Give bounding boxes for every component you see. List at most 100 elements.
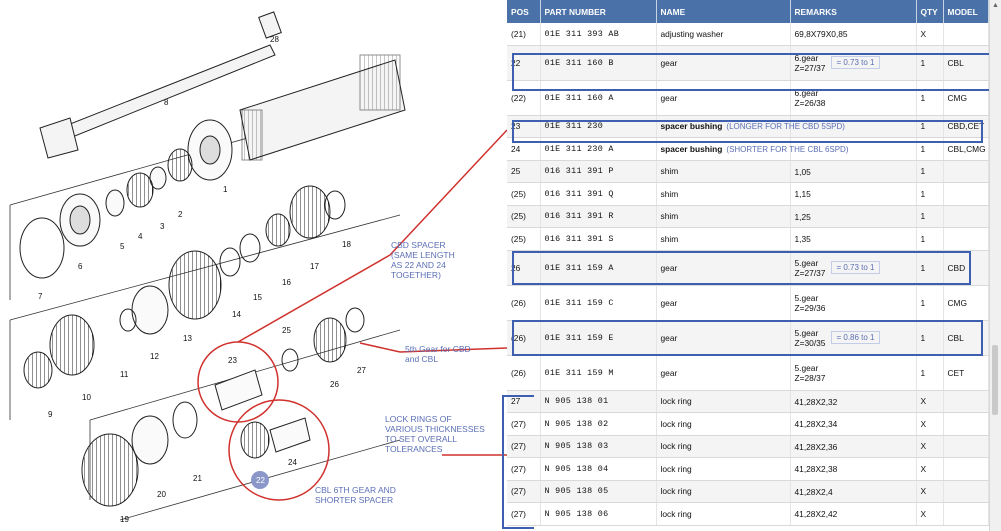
part-number-text: 01E 311 159 C (544, 297, 614, 308)
cell-qty: X (916, 435, 944, 458)
pos-text: (27) (511, 508, 526, 519)
cell-pos: (21) (507, 23, 541, 46)
name-text: lock ring (660, 418, 692, 429)
model-text: CBL (947, 332, 964, 343)
pos-text: (22) (511, 92, 526, 103)
remark-line: 5.gear (794, 327, 819, 338)
qty-text: 1 (920, 367, 926, 378)
cell-name: lock ring (656, 412, 791, 436)
cell-pos: 22 (507, 45, 541, 81)
cell-model (943, 227, 989, 251)
cell-pos: (25) (507, 227, 541, 251)
cell-part-number: 01E 311 393 AB (540, 23, 657, 46)
remarks-wrap: 1,35 (795, 234, 811, 244)
label-3: 3 (160, 222, 165, 231)
cell-pos: 26 (507, 250, 541, 286)
col-header-qty[interactable]: QTY (916, 0, 944, 23)
pos-text: (25) (511, 211, 526, 222)
label-4: 4 (138, 232, 143, 241)
cell-part-number: 01E 311 160 B (540, 45, 657, 81)
parts-table: POS PART NUMBER NAME REMARKS QTY MODEL (… (507, 0, 989, 526)
cell-remarks: 1,25 (790, 205, 917, 228)
name-text: gear (660, 297, 678, 308)
label-15: 15 (253, 293, 262, 302)
cell-part-number: 016 311 391 Q (540, 182, 657, 206)
part-number-text: N 905 138 01 (544, 396, 609, 407)
cell-model: CBD (943, 250, 989, 286)
pos-text: (27) (511, 441, 526, 452)
remark-line: Z=30/35 (794, 337, 826, 348)
qty-text: 1 (920, 211, 926, 222)
part-number-text: N 905 138 04 (544, 463, 609, 474)
col-header-model[interactable]: MODEL (943, 0, 989, 23)
cell-qty: 1 (916, 250, 944, 286)
label-8: 8 (164, 98, 169, 107)
col-header-name[interactable]: NAME (656, 0, 791, 23)
cell-model: CBL,CMG (943, 137, 989, 161)
part-number-text: N 905 138 05 (544, 486, 609, 497)
cell-qty: 1 (916, 205, 944, 228)
scrollbar-thumb[interactable] (992, 345, 998, 415)
remarks-wrap: 41,28X2,38 (795, 464, 838, 474)
remark-line: 1,35 (794, 234, 811, 245)
cell-model (943, 480, 989, 503)
cell-model (943, 435, 989, 458)
qty-text: 1 (920, 92, 926, 103)
part-number-text: 01E 311 160 A (544, 92, 614, 103)
cell-remarks: 1,15 (790, 182, 917, 206)
label-14: 14 (232, 310, 241, 319)
label-17: 17 (310, 262, 319, 271)
cell-model (943, 502, 989, 526)
name-text: gear (660, 332, 678, 343)
cell-name: shim (656, 205, 791, 228)
cell-pos: 24 (507, 137, 541, 161)
cell-qty: 1 (916, 320, 944, 356)
vertical-scrollbar[interactable]: ▲ (989, 0, 1001, 531)
cell-model (943, 412, 989, 436)
col-header-remarks[interactable]: REMARKS (790, 0, 917, 23)
cell-part-number: N 905 138 03 (540, 435, 657, 458)
name-text: spacer bushing (660, 143, 723, 154)
cell-part-number: 016 311 391 S (540, 227, 657, 251)
name-annotation: (LONGER FOR THE CBD 5SPD) (726, 122, 845, 132)
remark-line: Z=28/37 (794, 372, 826, 383)
qty-text: 1 (920, 332, 926, 343)
col-header-pos[interactable]: POS (507, 0, 541, 23)
label-21: 21 (193, 474, 202, 483)
cell-qty: 1 (916, 45, 944, 81)
remark-line: 6.gear (794, 87, 819, 98)
pos-text: (27) (511, 418, 526, 429)
cell-part-number: 01E 311 160 A (540, 80, 657, 116)
label-16: 16 (282, 278, 291, 287)
name-text: shim (660, 166, 679, 177)
cell-pos: (27) (507, 457, 541, 481)
remark-line: 5.gear (794, 257, 819, 268)
scroll-up-arrow-icon[interactable]: ▲ (992, 2, 999, 9)
col-header-part-number[interactable]: PART NUMBER (540, 0, 657, 23)
exploded-diagram: 28 8 1 2 3 4 5 6 7 18 17 16 15 14 13 12 … (9, 11, 508, 524)
cell-part-number: 016 311 391 P (540, 160, 657, 183)
part-number-text: 01E 311 393 AB (544, 28, 620, 39)
